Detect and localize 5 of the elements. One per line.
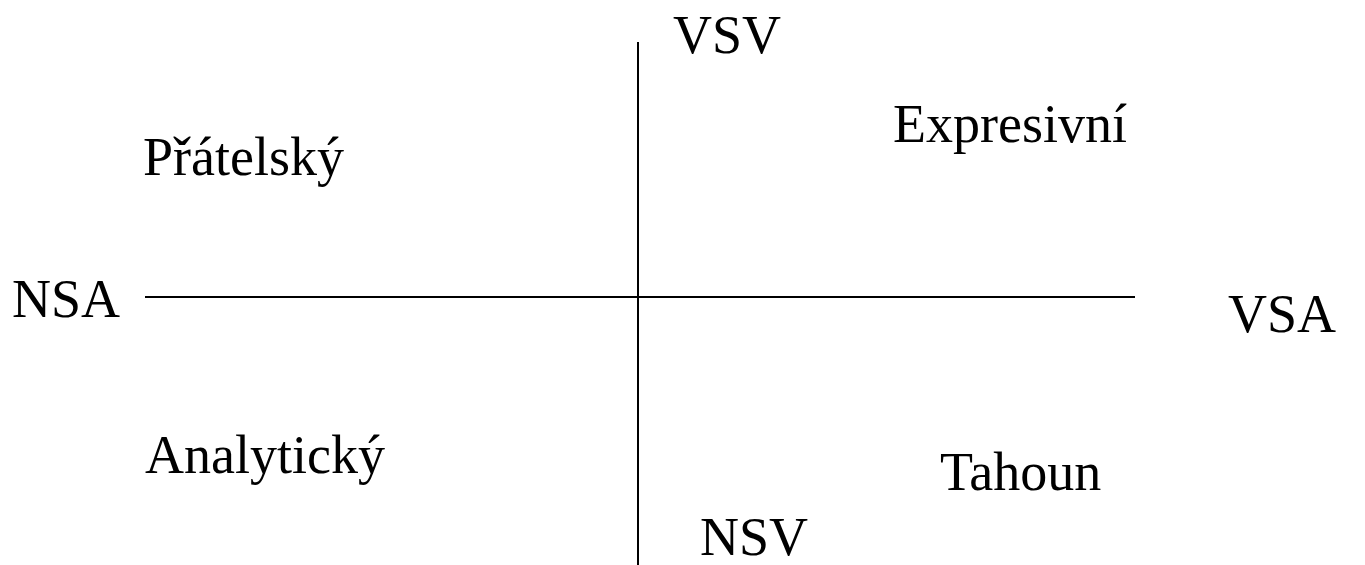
axis-label: NSV xyxy=(700,510,809,564)
axis-label: NSA xyxy=(12,272,121,326)
axis-label: VSA xyxy=(1228,287,1337,341)
quadrant-label: Tahoun xyxy=(940,445,1102,499)
axis-label: VSV xyxy=(673,8,782,62)
